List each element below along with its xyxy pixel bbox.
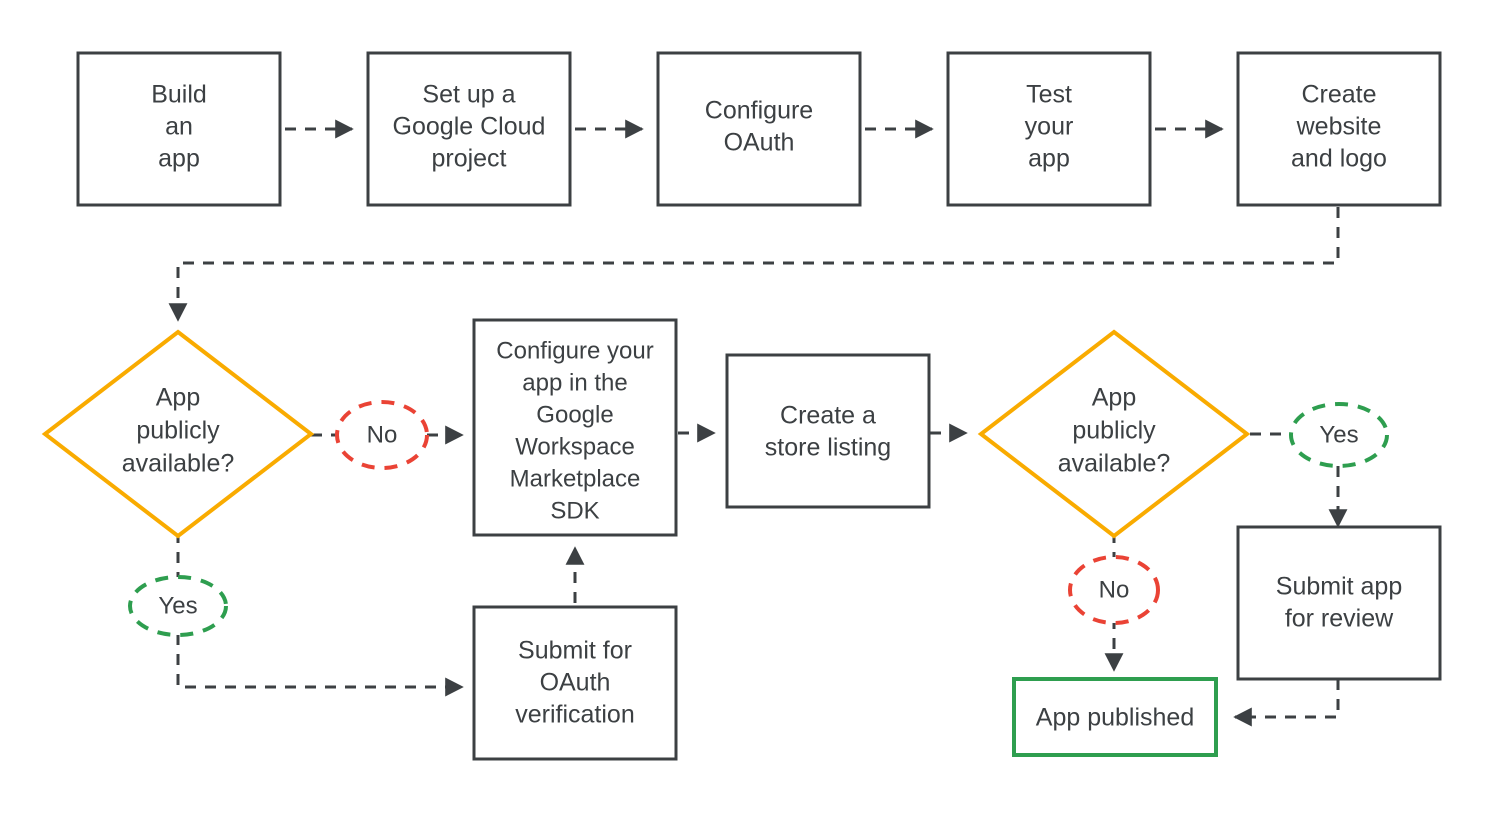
edge-label-right-no-text: No (1099, 576, 1130, 603)
node-website-logo-line-1: website (1296, 113, 1382, 141)
edge-label-left-yes: Yes (128, 575, 228, 637)
node-decision-right-shape (977, 329, 1251, 539)
edge-label-right-no-ellipse (1068, 555, 1160, 625)
node-decision-left[interactable]: App publicly available? (41, 329, 315, 539)
node-oauth-verification-line-0: Submit for (518, 637, 632, 665)
node-gcp-project[interactable]: Set up a Google Cloud project (366, 51, 572, 207)
node-app-published-line-0: App published (1036, 704, 1194, 732)
node-website-logo-line-2: and logo (1291, 145, 1387, 173)
node-store-listing[interactable]: Create a store listing (725, 353, 931, 509)
node-submit-review[interactable]: Submit app for review (1236, 525, 1442, 681)
node-configure-sdk-line-2: Google (536, 401, 613, 428)
node-gcp-project-line-0: Set up a (422, 81, 515, 109)
node-decision-left-line-2: available? (122, 450, 235, 478)
node-store-listing-shape (725, 353, 931, 509)
node-build-app-line-2: app (158, 145, 200, 173)
node-store-listing-line-0: Create a (780, 402, 876, 430)
edge-label-left-yes-text: Yes (158, 592, 197, 619)
node-configure-sdk[interactable]: Configure your app in the Google Workspa… (472, 318, 678, 537)
node-build-app-shape (76, 51, 282, 207)
node-configure-sdk-shape (472, 318, 678, 537)
node-decision-left-shape (41, 329, 315, 539)
edge-label-left-no: No (335, 400, 429, 470)
node-app-published-shape (1012, 677, 1218, 757)
node-configure-sdk-line-5: SDK (550, 497, 599, 524)
node-oauth-verification-shape (472, 605, 678, 761)
node-test-app[interactable]: Test your app (946, 51, 1152, 207)
node-gcp-project-line-1: Google Cloud (393, 113, 546, 141)
node-submit-review-line-0: Submit app (1276, 573, 1402, 601)
node-app-published[interactable]: App published (1012, 677, 1218, 757)
node-decision-right-line-1: publicly (1072, 417, 1156, 445)
node-build-app-line-1: an (165, 113, 193, 141)
node-gcp-project-line-2: project (431, 145, 506, 173)
node-build-app-line-0: Build (151, 81, 207, 109)
node-oauth-verification-line-1: OAuth (540, 669, 611, 697)
node-test-app-shape (946, 51, 1152, 207)
node-gcp-project-shape (366, 51, 572, 207)
node-website-logo[interactable]: Create website and logo (1236, 51, 1442, 207)
edges-layer (168, 119, 1348, 727)
node-configure-oauth-line-1: OAuth (724, 129, 795, 157)
node-submit-review-shape (1236, 525, 1442, 681)
node-decision-left-line-0: App (156, 384, 200, 412)
node-decision-right[interactable]: App publicly available? (977, 329, 1251, 539)
edge-label-right-yes: Yes (1289, 402, 1389, 468)
node-build-app[interactable]: Build an app (76, 51, 282, 207)
node-website-logo-shape (1236, 51, 1442, 207)
edge-label-left-no-ellipse (335, 400, 429, 470)
node-test-app-line-0: Test (1026, 81, 1072, 109)
edge-website-to-decision-left (168, 207, 1340, 322)
edge-label-right-yes-ellipse (1289, 402, 1389, 468)
node-configure-oauth-shape (656, 51, 862, 207)
node-configure-oauth-line-0: Configure (705, 97, 813, 125)
node-configure-oauth[interactable]: Configure OAuth (656, 51, 862, 207)
edge-decision-left-yes-out (176, 634, 464, 697)
edge-label-right-yes-text: Yes (1319, 421, 1358, 448)
node-oauth-verification-line-2: verification (515, 701, 635, 729)
node-configure-sdk-line-3: Workspace (515, 433, 635, 460)
node-oauth-verification[interactable]: Submit for OAuth verification (472, 605, 678, 761)
node-configure-sdk-line-0: Configure your (496, 337, 653, 364)
node-configure-sdk-line-1: app in the (522, 369, 627, 396)
node-configure-sdk-line-4: Marketplace (510, 465, 641, 492)
node-submit-review-line-1: for review (1285, 605, 1394, 633)
node-website-logo-line-0: Create (1301, 81, 1376, 109)
edge-label-right-no: No (1068, 555, 1160, 625)
node-test-app-line-2: app (1028, 145, 1070, 173)
edge-submit-review-to-published (1233, 679, 1340, 727)
edge-label-left-no-text: No (367, 421, 398, 448)
edge-label-left-yes-ellipse (128, 575, 228, 637)
node-decision-right-line-2: available? (1058, 450, 1171, 478)
node-decision-right-line-0: App (1092, 384, 1136, 412)
node-test-app-line-1: your (1025, 113, 1074, 141)
node-store-listing-line-1: store listing (765, 434, 891, 462)
node-decision-left-line-1: publicly (136, 417, 220, 445)
